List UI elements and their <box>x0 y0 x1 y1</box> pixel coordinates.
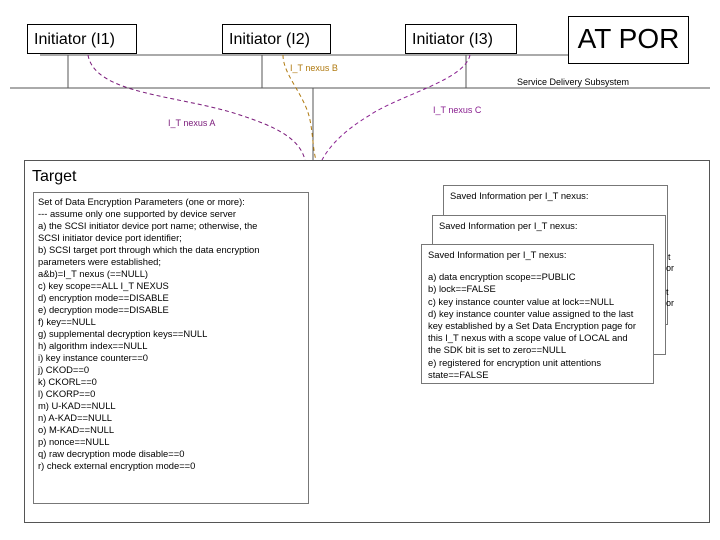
saved-line: b) lock==FALSE <box>428 283 496 295</box>
param-line: --- assume only one supported by device … <box>38 208 237 219</box>
param-line: a) the SCSI initiator device port name; … <box>38 220 258 231</box>
param-line: SCSI initiator device port identifier; <box>38 232 182 243</box>
param-line: n) A-KAD==NULL <box>38 412 112 423</box>
param-line: a&b)=I_T nexus (==NULL) <box>38 268 149 279</box>
nexus-c-path <box>321 54 471 161</box>
nexus-a-path <box>87 54 306 161</box>
saved-info-header: Saved Information per I_T nexus: <box>428 249 567 260</box>
saved-info-header: Saved Information per I_T nexus: <box>450 190 589 201</box>
saved-line: a) data encryption scope==PUBLIC <box>428 271 576 283</box>
initiator-3-box: Initiator (I3) <box>405 24 517 54</box>
param-line: k) CKORL==0 <box>38 376 97 387</box>
param-line: r) check external encryption mode==0 <box>38 460 196 471</box>
param-line: e) decryption mode==DISABLE <box>38 304 169 315</box>
param-line: l) CKORP==0 <box>38 388 96 399</box>
saved-line: d) key instance counter value assigned t… <box>428 307 634 319</box>
param-line: o) M-KAD==NULL <box>38 424 115 435</box>
param-line: c) key scope==ALL I_T NEXUS <box>38 280 169 291</box>
encryption-parameters-box: Set of Data Encryption Parameters (one o… <box>33 192 309 504</box>
saved-line: the SDK bit is set to zero==NULL <box>428 344 567 356</box>
nexus-a-label: I_T nexus A <box>168 118 216 128</box>
target-title: Target <box>32 168 77 185</box>
param-line: j) CKOD==0 <box>38 364 90 375</box>
saved-info-peek-text: t <box>668 252 671 262</box>
param-line: i) key instance counter==0 <box>38 352 148 363</box>
saved-info-peek-text: t <box>666 287 669 297</box>
param-line: parameters were established; <box>38 256 161 267</box>
saved-line: key established by a Set Data Encryption… <box>428 320 636 332</box>
saved-line: c) key instance counter value at lock==N… <box>428 295 615 307</box>
initiator-2-box: Initiator (I2) <box>222 24 331 54</box>
param-line: b) SCSI target port through which the da… <box>38 244 260 255</box>
param-line: g) supplemental decryption keys==NULL <box>38 328 208 339</box>
saved-info-header: Saved Information per I_T nexus: <box>439 220 578 231</box>
por-label-box: AT POR <box>568 16 689 64</box>
param-line: m) U-KAD==NULL <box>38 400 116 411</box>
nexus-b-path <box>282 54 317 161</box>
subsystem-label: Service Delivery Subsystem <box>517 77 630 87</box>
param-line: q) raw decryption mode disable==0 <box>38 448 185 459</box>
saved-info-peek-text: or <box>666 263 675 273</box>
param-line: h) algorithm index==NULL <box>38 340 148 351</box>
param-line: d) encryption mode==DISABLE <box>38 292 169 303</box>
saved-info-peek-text: or <box>666 298 675 308</box>
nexus-c-label: I_T nexus C <box>433 105 482 115</box>
saved-line: e) registered for encryption unit attent… <box>428 356 602 368</box>
param-line: Set of Data Encryption Parameters (one o… <box>38 196 245 207</box>
saved-line: state==FALSE <box>428 368 489 380</box>
param-line: p) nonce==NULL <box>38 436 110 447</box>
nexus-b-label: I_T nexus B <box>290 63 338 73</box>
param-line: f) key==NULL <box>38 316 96 327</box>
saved-line: this I_T nexus with a scope value of LOC… <box>428 332 628 344</box>
saved-info-box-3: Saved Information per I_T nexus: a) data… <box>421 244 654 384</box>
initiator-1-box: Initiator (I1) <box>27 24 137 54</box>
